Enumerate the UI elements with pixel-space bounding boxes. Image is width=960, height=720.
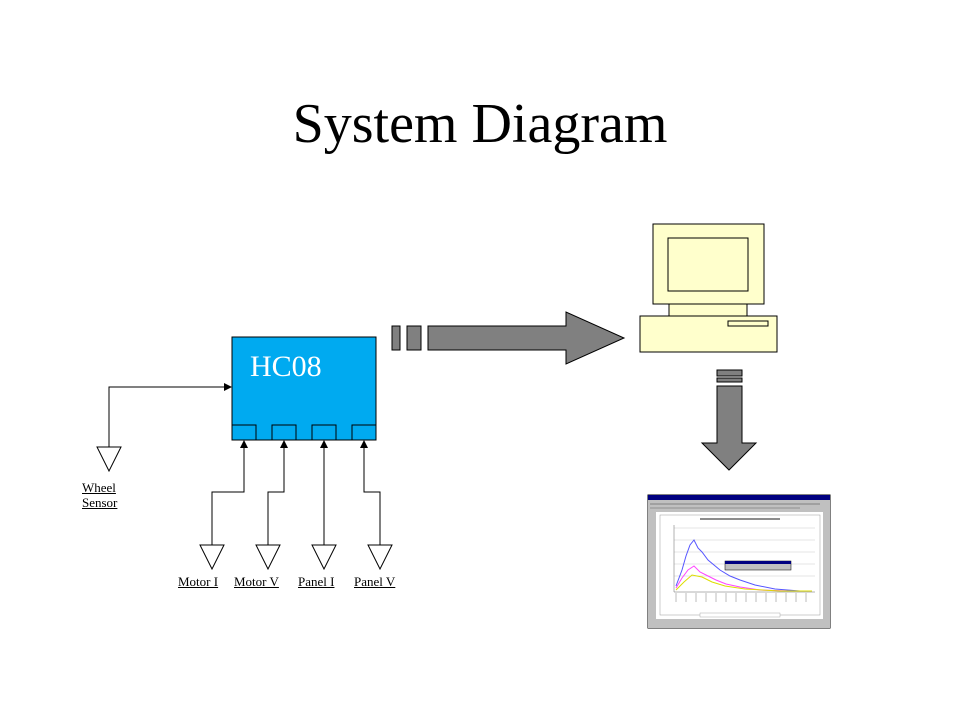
computer-icon: [639, 223, 778, 353]
wheel-sensor-label-line1: Wheel: [82, 480, 116, 495]
transfer-arrow-right: [391, 311, 626, 365]
spreadsheet-screenshot: [647, 494, 831, 629]
output-arrow-down: [700, 369, 758, 471]
wheel-sensor-symbol: [96, 446, 122, 473]
wheel-sensor-label: Wheel Sensor: [82, 480, 117, 510]
motor-i-sensor-symbol: [199, 544, 225, 571]
hc08-port-4: [351, 424, 377, 441]
wheel-sensor-connection: [96, 383, 232, 473]
hc08-port-1: [231, 424, 257, 441]
panel-v-sensor-symbol: [367, 544, 393, 571]
motor-v-sensor-symbol: [255, 544, 281, 571]
motor-i-label: Motor I: [178, 574, 219, 589]
hc08-block: [231, 336, 377, 441]
panel-i-sensor-symbol: [311, 544, 337, 571]
hc08-port-2: [271, 424, 297, 441]
panel-v-label: Panel V: [354, 574, 396, 589]
panel-i-label: Panel I: [298, 574, 335, 589]
input-connections: [199, 440, 393, 571]
motor-v-label: Motor V: [234, 574, 279, 589]
page-title: System Diagram: [292, 93, 668, 155]
wheel-sensor-label-line2: Sensor: [82, 495, 118, 510]
hc08-label: HC08: [250, 350, 322, 383]
hc08-port-3: [311, 424, 337, 441]
